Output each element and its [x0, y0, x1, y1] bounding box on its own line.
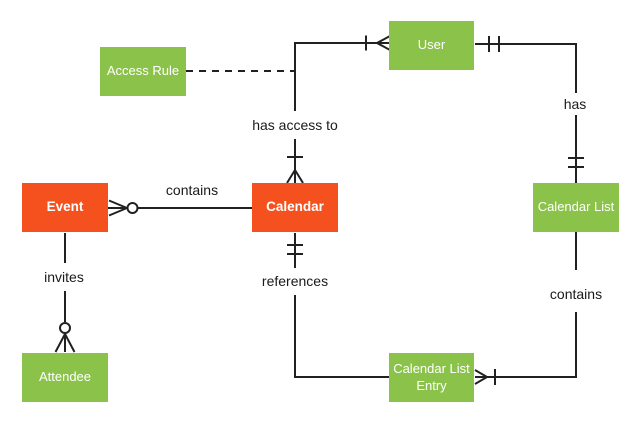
- crow-foot-many-icon: [54, 333, 76, 353]
- connector-contains-event-calendar: [108, 199, 252, 217]
- connector-has-access-to-calendar-user: [286, 35, 391, 184]
- entity-calendar-list-entry-label: Calendar List Entry: [393, 361, 470, 393]
- line-has-upper: [475, 43, 577, 93]
- connector-references-entry-calendar: [287, 233, 390, 378]
- relationship-label-has: has: [561, 96, 589, 112]
- entity-attendee-label: Attendee: [38, 369, 92, 385]
- zero-ring-icon: [59, 322, 71, 334]
- connector-contains-list-entry: [474, 232, 577, 385]
- double-bar-icon: [568, 157, 584, 168]
- relationship-label-contains-events: contains: [163, 182, 221, 198]
- relationship-label-invites: invites: [42, 269, 86, 285]
- relationship-label-contains-entries: contains: [547, 286, 605, 302]
- connector-invites-event-attendee: [54, 233, 76, 353]
- line-contains-lower: [487, 312, 577, 378]
- zero-ring-icon: [126, 202, 139, 214]
- relationship-label-has-access-to: has access to: [250, 117, 340, 133]
- entity-event[interactable]: Event: [22, 183, 108, 232]
- crow-foot-many-icon: [474, 369, 488, 385]
- entity-access-rule-label: Access Rule: [106, 63, 180, 79]
- entity-attendee[interactable]: Attendee: [22, 353, 108, 402]
- crow-foot-many-icon: [108, 199, 128, 217]
- entity-access-rule[interactable]: Access Rule: [100, 47, 186, 96]
- entity-event-label: Event: [46, 199, 84, 215]
- entity-calendar-label: Calendar: [266, 199, 324, 215]
- line-references-lower: [294, 295, 390, 378]
- entity-calendar-list-label: Calendar List: [537, 199, 615, 215]
- double-bar-icon: [488, 36, 500, 52]
- relationship-label-references: references: [259, 273, 331, 289]
- entity-user[interactable]: User: [389, 21, 474, 70]
- entity-calendar-list[interactable]: Calendar List: [533, 183, 619, 232]
- connector-has-user-calendar-list: [475, 36, 584, 183]
- entity-calendar[interactable]: Calendar: [252, 183, 338, 232]
- double-bar-icon: [287, 244, 303, 255]
- entity-user-label: User: [417, 37, 446, 53]
- crow-foot-many-icon: [286, 169, 304, 184]
- line-has-access-upper: [294, 42, 377, 111]
- entity-calendar-list-entry[interactable]: Calendar List Entry: [389, 353, 474, 402]
- crow-foot-many-icon: [376, 35, 391, 51]
